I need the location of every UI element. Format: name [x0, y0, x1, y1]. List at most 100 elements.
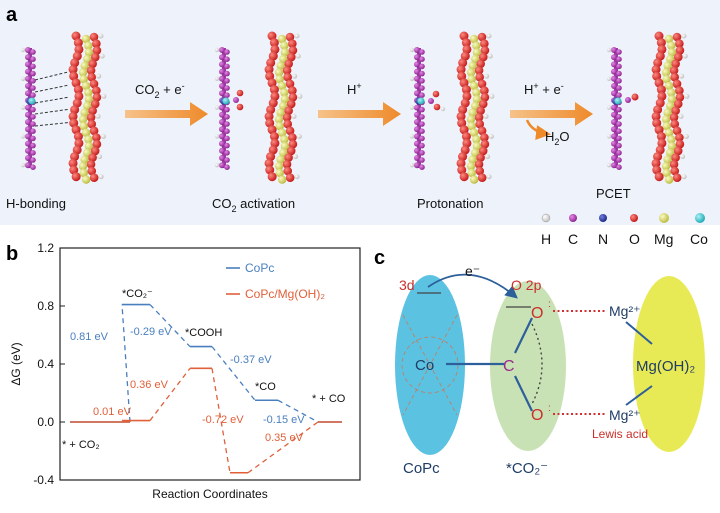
carbon-atom — [616, 92, 622, 98]
carbon-atom — [611, 162, 617, 169]
hydrogen-atom — [486, 174, 492, 180]
molecule-column-3 — [409, 31, 495, 184]
carbon-atom — [616, 114, 622, 120]
hydrogen-atom — [20, 76, 26, 82]
copc-mgoh2-connector — [247, 421, 319, 474]
oxygen-atom — [88, 106, 97, 115]
magnesium-atom — [84, 48, 94, 57]
oxygen-atom — [654, 172, 664, 182]
oxygen-atom — [474, 66, 484, 75]
carbon-atom — [419, 164, 425, 170]
carbon-atom — [419, 142, 425, 149]
carbon-atom — [25, 90, 31, 97]
carbon-atom — [414, 83, 420, 89]
magnesium-atom — [81, 81, 91, 91]
magnesium-atom — [663, 155, 672, 164]
adsorbate-oxygen — [432, 90, 440, 98]
y-tick-label: 0.8 — [37, 299, 54, 313]
oxygen-atom — [86, 113, 96, 122]
oxygen-atom — [68, 111, 78, 121]
carbon-atom — [25, 140, 31, 147]
carbon-atom — [219, 126, 225, 133]
label-mg-bottom: Mg²⁺ — [609, 407, 641, 423]
oxygen-atom — [87, 166, 97, 176]
molecule-column-1 — [20, 31, 107, 184]
caption-co2-activation: CO2 activation — [212, 196, 295, 214]
oxygen-atom — [89, 79, 99, 89]
carbon-atom — [419, 128, 425, 134]
magnesium-atom — [662, 75, 671, 84]
magnesium-atom — [472, 142, 482, 151]
magnesium-atom — [275, 75, 284, 84]
oxygen-atom — [675, 139, 685, 149]
magnesium-atom — [468, 155, 477, 164]
carbon-atom — [219, 155, 225, 161]
carbon-atom — [611, 119, 617, 125]
carbon-atom — [611, 90, 617, 97]
magnesium-atom — [274, 162, 284, 171]
oxygen-atom — [73, 132, 83, 141]
oxygen-atom — [286, 146, 296, 156]
carbon-atom — [616, 157, 622, 163]
oxygen-atom — [92, 139, 102, 149]
hydrogen-atom — [297, 93, 303, 99]
carbon-atom — [224, 70, 230, 77]
magnesium-atom — [664, 81, 674, 91]
carbon-atom — [611, 155, 617, 161]
oxygen-atom — [474, 113, 484, 122]
carbon-atom — [611, 126, 617, 133]
y-tick-label: 0.0 — [37, 415, 54, 429]
carbon-atom — [616, 56, 622, 62]
carbon-atom — [30, 150, 36, 156]
oxygen-atom — [478, 99, 488, 109]
carbon-atom — [224, 142, 230, 149]
magnesium-atom — [84, 135, 93, 144]
carbon-atom — [30, 56, 36, 62]
legend-c-dot — [569, 214, 577, 222]
magnesium-atom — [277, 81, 287, 91]
oxygen-atom — [656, 85, 666, 95]
magnesium-atom — [280, 48, 290, 57]
label-o2p: O 2p — [511, 277, 542, 293]
mg-bottom-link — [625, 385, 653, 406]
carbon-atom — [419, 157, 425, 163]
oxygen-atom — [477, 173, 487, 182]
oxygen-atom — [458, 105, 468, 115]
hydrogen-atom — [293, 154, 299, 160]
oxygen-atom — [285, 32, 295, 42]
oxygen-atom — [477, 126, 487, 136]
carbon-atom — [611, 75, 617, 82]
oxygen-atom — [461, 38, 471, 48]
carbon-atom — [611, 111, 617, 118]
legend-co-label: Co — [690, 231, 708, 247]
hydrogen-atom — [606, 47, 612, 53]
hydrogen-atom — [489, 93, 495, 99]
oxygen-atom — [288, 86, 297, 95]
legend-mg-label: Mg — [654, 231, 673, 247]
panel-b-label: b — [6, 243, 18, 265]
carbon-atom — [414, 126, 420, 133]
oxygen-atom — [264, 111, 274, 121]
oxygen-atom — [90, 52, 100, 62]
panel-a-label: a — [6, 4, 18, 26]
magnesium-atom — [667, 142, 677, 151]
oxygen-atom — [89, 126, 99, 136]
label-co: Co — [415, 357, 434, 374]
hydrogen-atom — [214, 105, 220, 110]
carbon-atom — [219, 47, 225, 53]
oxygen-atom — [88, 153, 97, 162]
hydrogen-atom — [485, 154, 491, 160]
magnesium-atom — [84, 41, 93, 50]
arrow-2-label: H+ — [347, 81, 362, 97]
carbon-atom — [414, 111, 420, 118]
carbon-atom — [25, 75, 31, 82]
oxygen-atom — [282, 66, 292, 75]
adsorbate-hydrogen — [440, 106, 446, 112]
magnesium-atom — [274, 68, 284, 77]
hydrogen-atom — [96, 73, 102, 79]
lone-pair-bottom: : — [548, 403, 551, 414]
carbon-atom — [30, 142, 36, 149]
oxygen-atom — [90, 146, 100, 156]
copc-connector — [211, 346, 256, 401]
oxygen-atom — [267, 172, 277, 182]
